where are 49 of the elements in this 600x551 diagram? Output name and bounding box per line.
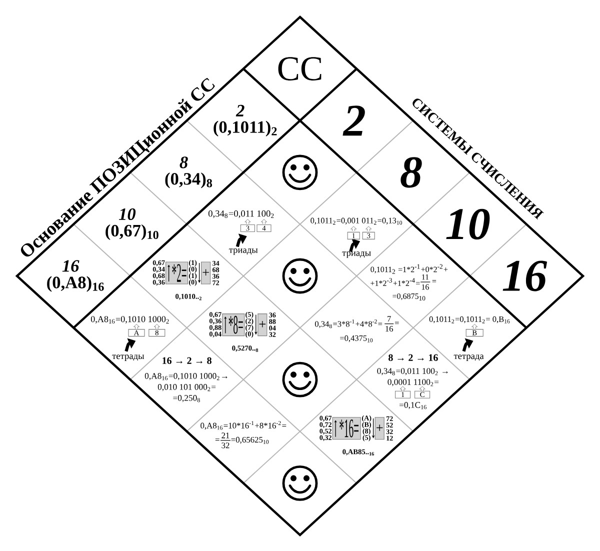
note-text: тетрада: [453, 354, 484, 362]
number-value: (0,67)$_{10}$: [104, 224, 160, 240]
formula-text: 0,A8$_{16}$=0,1010 1000$_{2}$→ 0,010 101 000$_{2}$= =0,250$_{8}$: [144, 373, 228, 402]
base-number: 16: [62, 260, 80, 272]
fraction-numerator: 7: [388, 316, 391, 322]
base-number: 8: [399, 156, 423, 188]
note-text: триады: [342, 251, 372, 258]
formula-text: 0,A8$_{16}$=0,1010 1000$_{2}$: [90, 316, 170, 324]
method-title: 8 → 2 → 16: [388, 354, 439, 362]
formula-text: =: [432, 280, 437, 284]
formula-text: =0,65625$_{10}$: [230, 436, 270, 444]
formula-text: =: [214, 438, 220, 443]
base-number: 16: [501, 260, 548, 292]
number-value: (0,1011)$_{2}$: [212, 120, 278, 137]
heading-text: СС: [276, 56, 324, 81]
formula-text: 0,1011$_{2}$=0,1011$_{2}$= 0,B$_{16}$: [428, 316, 511, 324]
formula-text: 0,34$_{8}$=3*8$^{-1}$+4*8$^{-2}$=: [314, 319, 383, 328]
formula-text: 0,1011$_{2}$=0,001 011$_{2}$=0,13$_{10}$: [310, 217, 404, 226]
smiley-icon: [282, 154, 318, 190]
smiley-icon: [282, 466, 318, 501]
formula-text: 0,34$_{8}$=0,011 100$_{2}$: [208, 210, 276, 218]
formula-text: 0,1011$_{2}$ =1*2$^{-1}$+0*2$^{-2}$+: [370, 264, 448, 274]
fraction-denominator: 16: [422, 284, 429, 290]
formula-text: +1*2$^{-3}$+1*2$^{-4}$=: [370, 278, 421, 286]
formula-text: =0,4375$_{10}$: [339, 334, 374, 343]
operator-box: +: [201, 262, 211, 284]
note-text: тетрады: [112, 354, 145, 362]
smiley-icon: [282, 258, 318, 294]
operator-box: *2=: [166, 262, 188, 284]
formula-text: =0,1C$_{16}$: [398, 402, 428, 410]
number-value: (0,A8)$_{16}$: [46, 276, 106, 292]
formula-text: =0,6875$_{10}$: [392, 293, 427, 301]
base-number: 10: [118, 208, 136, 220]
formula-text: 0,A8$_{16}$=10*16$^{-1}$+8*16$^{-2}$=: [200, 420, 287, 430]
operator-box: *8=: [222, 314, 245, 336]
operator-box: +: [258, 314, 268, 336]
operator-box: +: [374, 417, 384, 440]
fraction-denominator: 16: [386, 326, 393, 332]
fraction-numerator: 21: [222, 432, 230, 438]
fraction-numerator: 11: [422, 274, 429, 280]
formula-text: 0,34$_{8}$=0,011 100$_{2}$ → 0,0001 1100$_{2}$=: [377, 368, 448, 386]
method-title: 16 → 2 → 8: [161, 356, 212, 364]
operator-box: *16=: [332, 417, 361, 440]
formula-text: =: [394, 322, 400, 326]
fraction-denominator: 32: [222, 442, 230, 448]
smiley-icon: [282, 362, 318, 398]
note-text: триады: [228, 248, 258, 256]
base-number: 2: [236, 104, 246, 117]
base-number: 2: [342, 105, 366, 136]
